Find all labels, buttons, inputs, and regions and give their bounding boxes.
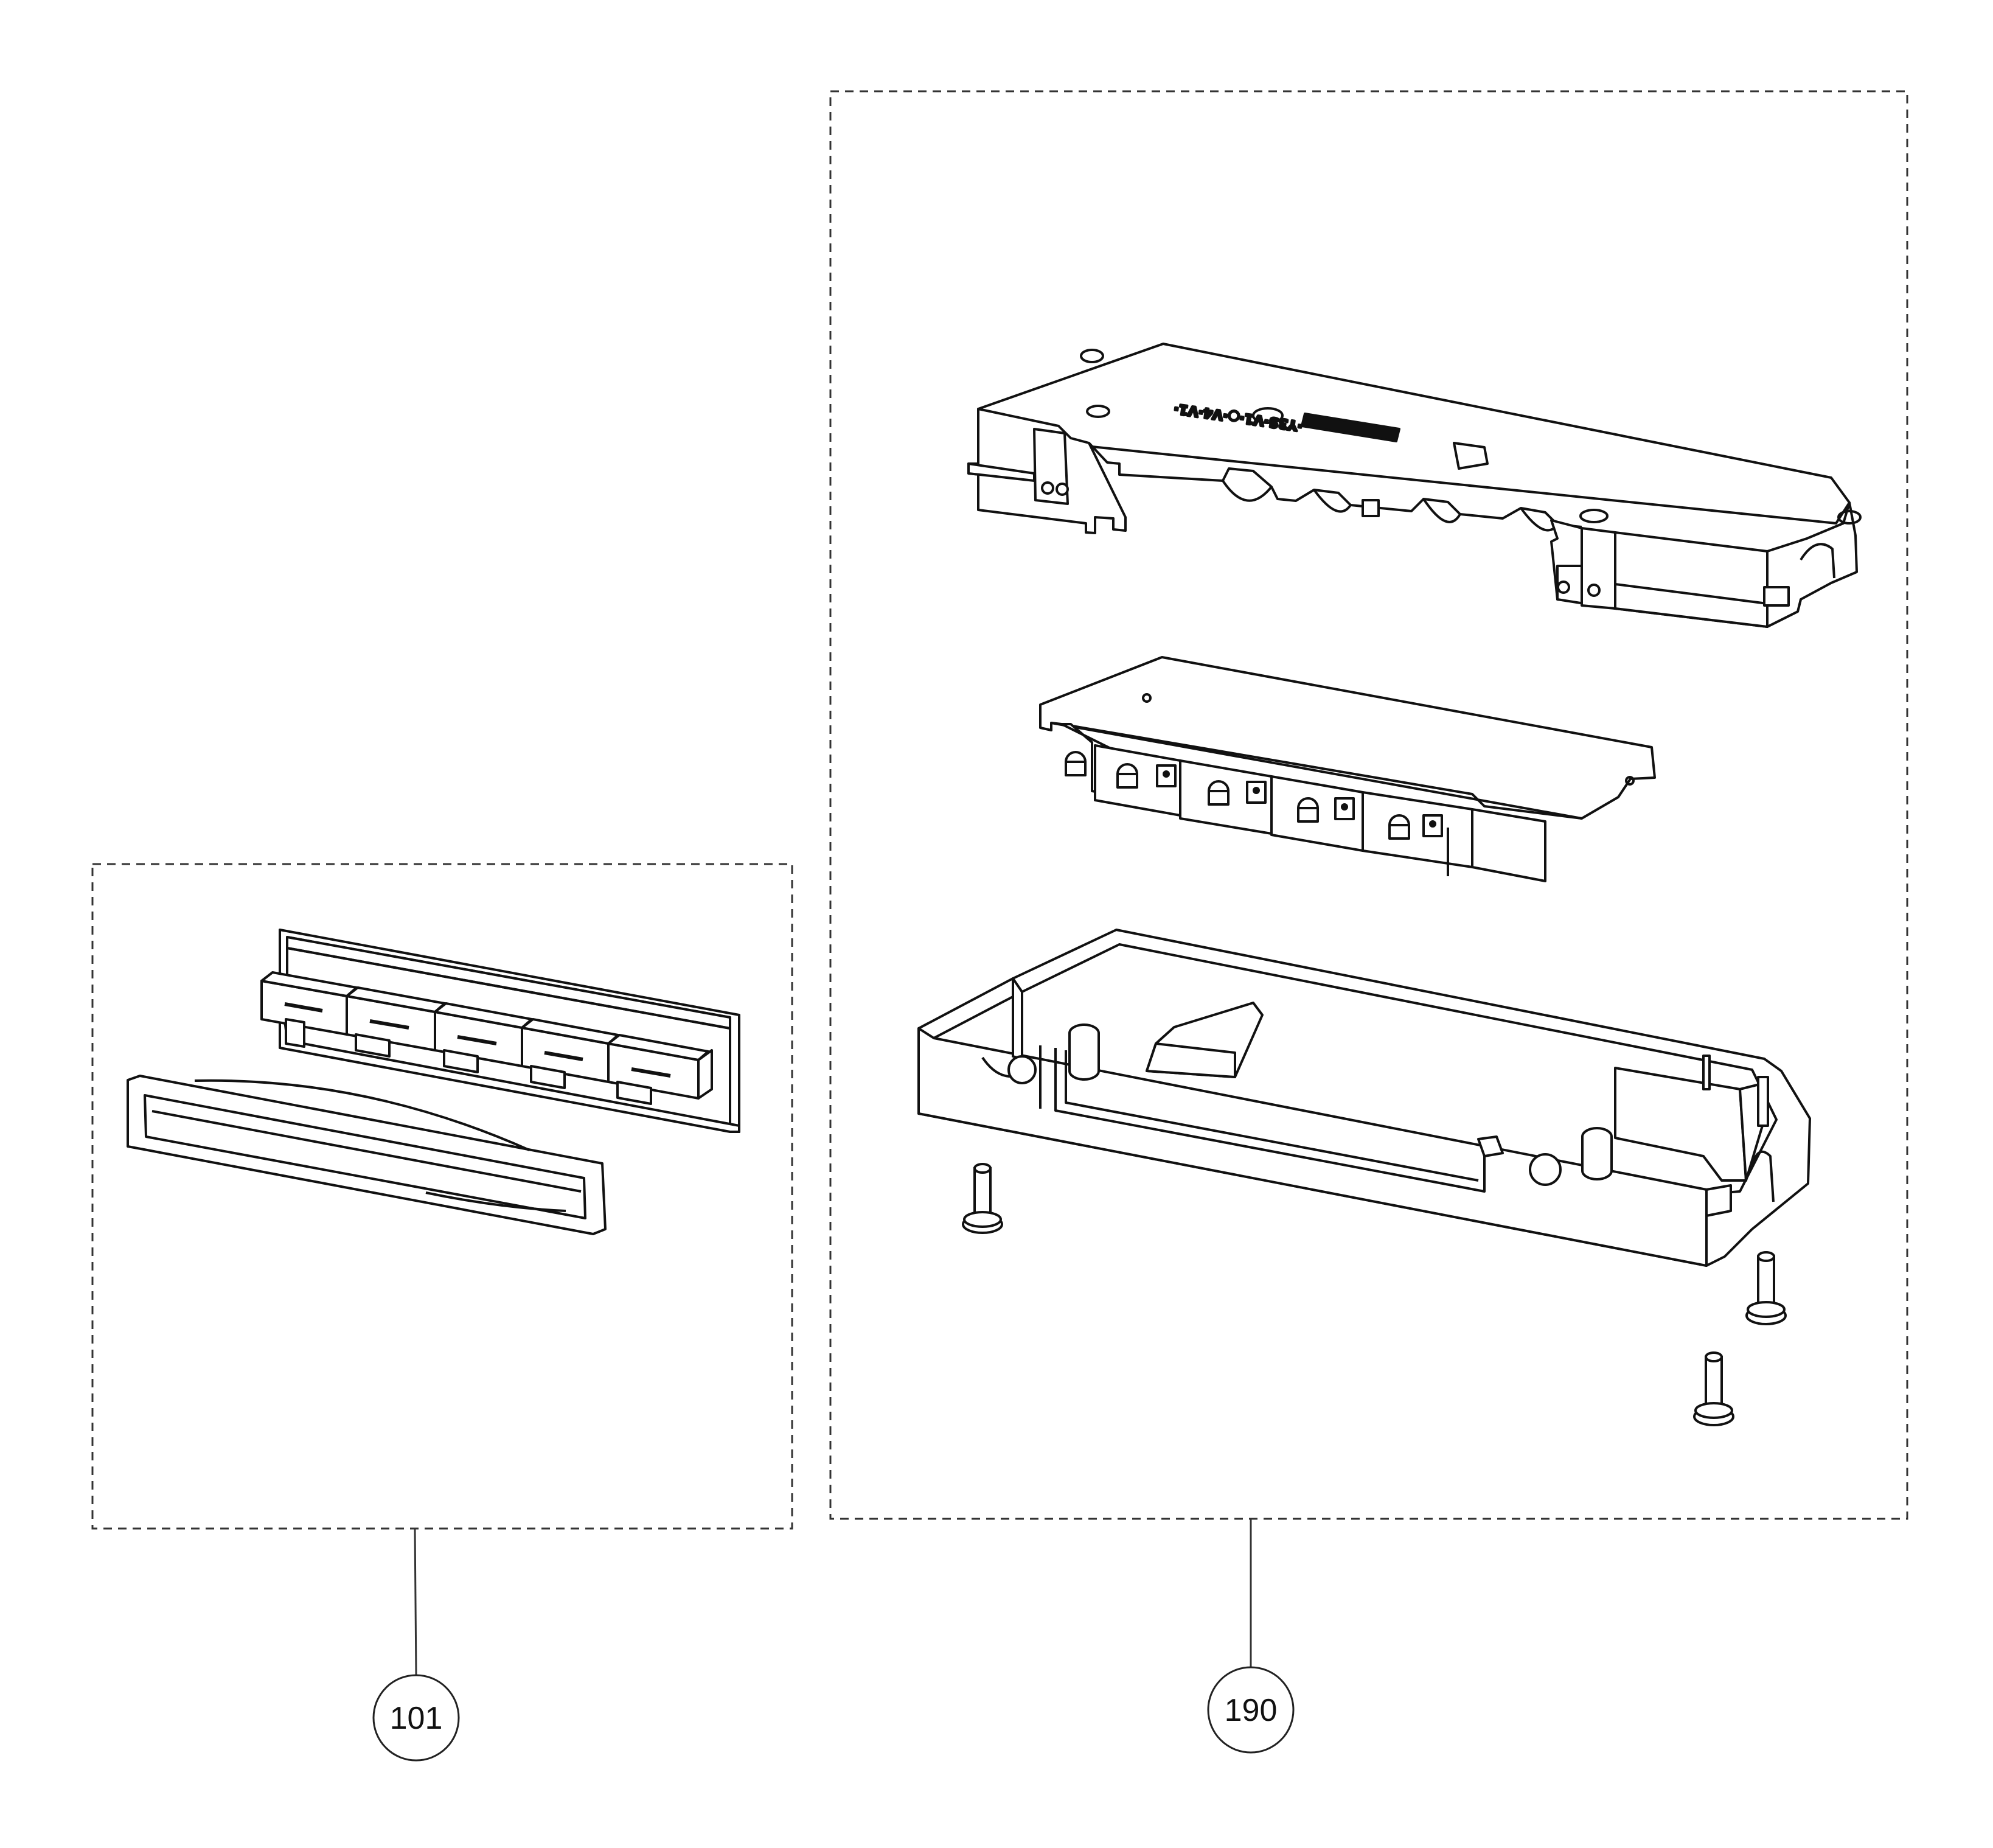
callout-101[interactable]: 101 (372, 1674, 460, 1762)
button-cap-2 (346, 986, 446, 1058)
group-box-190 (829, 90, 1908, 1520)
screw-1 (962, 1163, 1003, 1234)
leader-line-101 (414, 1528, 417, 1675)
button-cap-3 (434, 1002, 533, 1073)
logo-box (1301, 413, 1400, 442)
post-left (1068, 1023, 1100, 1081)
callout-label-190: 190 (1225, 1693, 1278, 1728)
pcb-bottom-housing (917, 929, 1811, 1267)
button-cap-5 (607, 1034, 713, 1105)
callout-190[interactable]: 190 (1207, 1666, 1295, 1754)
post-right (1581, 1127, 1613, 1180)
pcb-board (1039, 656, 1656, 882)
button-bracket (260, 929, 740, 1133)
screw-3 (1693, 1351, 1734, 1426)
pcb-top-cover: ·Y3S·V1·○·V4·V1· (967, 343, 1862, 628)
trim-bezel (127, 1075, 607, 1235)
button-cap-1 (260, 971, 358, 1036)
screw-2 (1745, 1251, 1787, 1325)
callout-label-101: 101 (390, 1701, 443, 1736)
group-box-101 (91, 863, 793, 1530)
button-cap-4 (521, 1018, 619, 1089)
